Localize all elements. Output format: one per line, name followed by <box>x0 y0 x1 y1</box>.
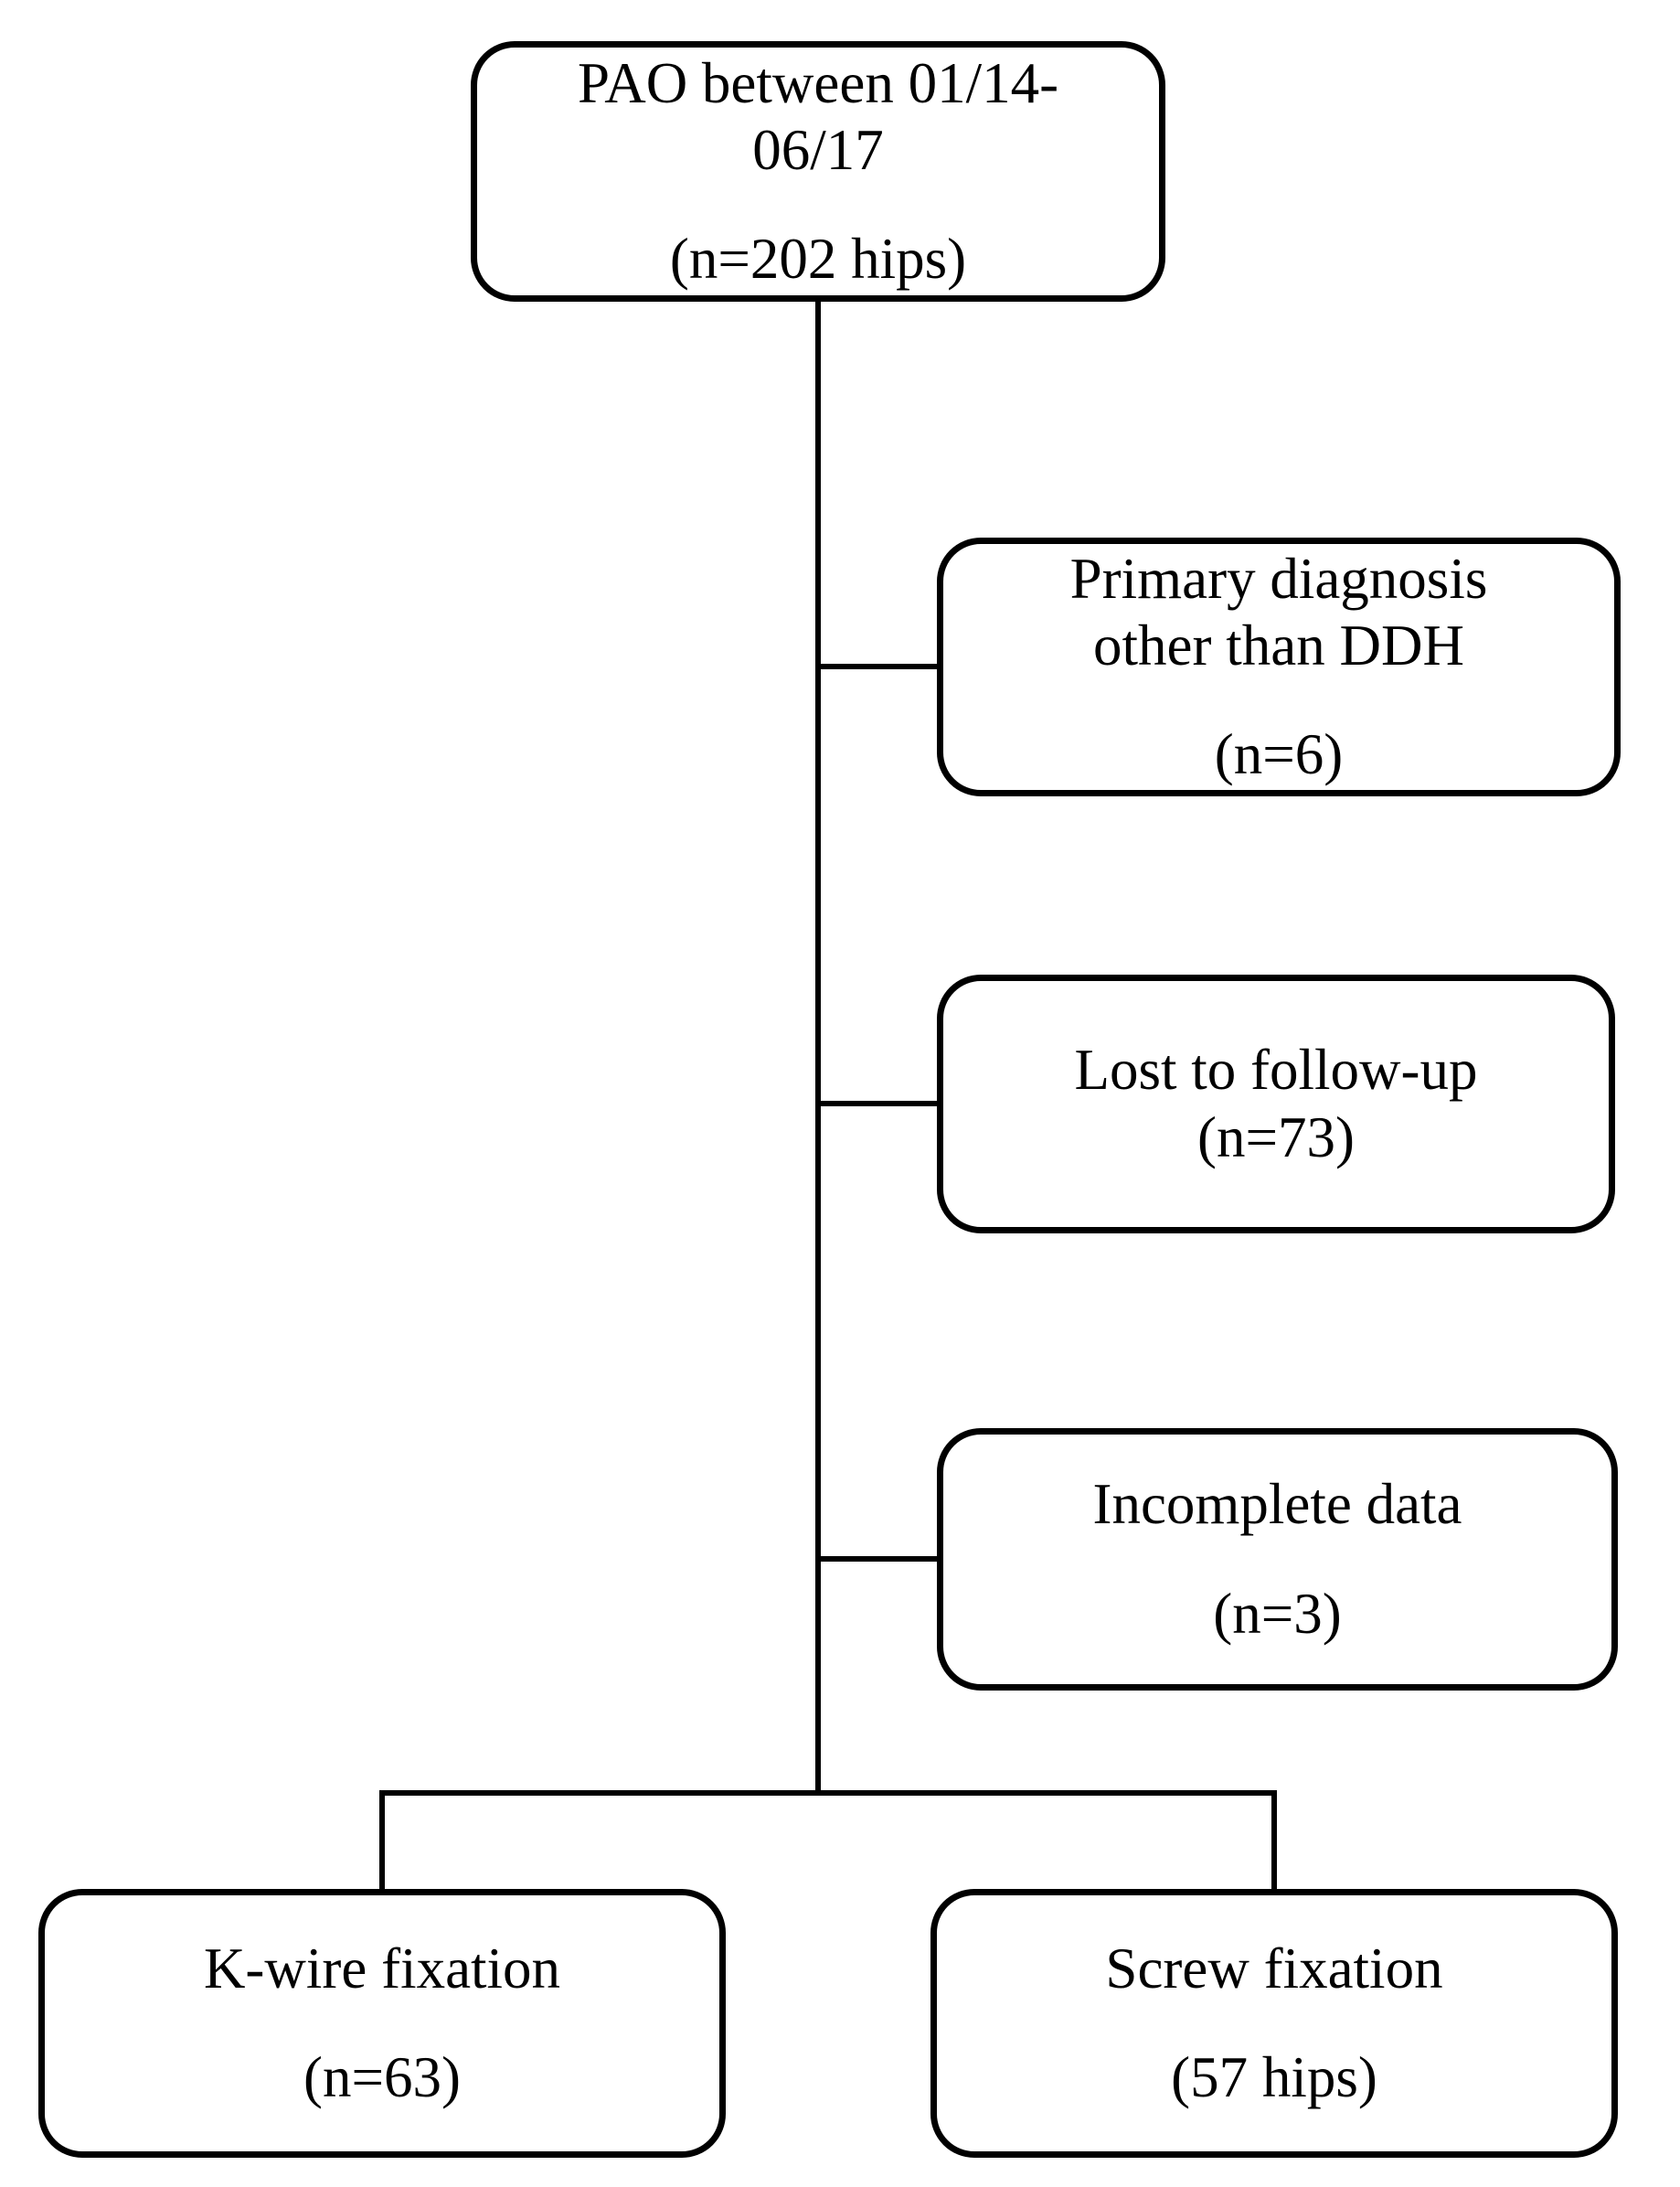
branch-connector-incomplete-data <box>818 1556 940 1562</box>
node-label-line: other than DDH <box>1093 613 1464 677</box>
node-label-line: 06/17 <box>752 117 884 182</box>
node-label-line: PAO between 01/14- <box>577 50 1059 115</box>
node-count: (n=6) <box>1214 722 1344 787</box>
branch-connector-lost-to-follow-up <box>818 1101 940 1106</box>
node-excluded-primary-diagnosis: Primary diagnosis other than DDH (n=6) <box>937 538 1621 796</box>
node-incomplete-data: Incomplete data (n=3) <box>937 1428 1618 1691</box>
node-count: (n=3) <box>1213 1581 1342 1646</box>
bottom-split-bar-connector <box>379 1790 1277 1796</box>
node-count: (n=73) <box>1197 1104 1355 1169</box>
node-label-line: K-wire fixation <box>203 1936 561 2000</box>
node-label-line: Screw fixation <box>1105 1936 1443 2000</box>
node-count: (n=202 hips) <box>669 227 967 292</box>
node-label-line: Incomplete data <box>1092 1472 1462 1537</box>
branch-connector-primary-diagnosis <box>818 664 940 669</box>
node-count: (n=63) <box>303 2045 461 2109</box>
node-lost-to-follow-up: Lost to follow-up (n=73) <box>937 975 1615 1233</box>
node-kwire-fixation: K-wire fixation (n=63) <box>38 1889 726 2158</box>
drop-connector-screw <box>1271 1790 1277 1891</box>
node-count: (57 hips) <box>1171 2045 1377 2109</box>
main-vertical-connector <box>815 300 821 1796</box>
node-label-line: Lost to follow-up <box>1074 1038 1478 1103</box>
drop-connector-kwire <box>379 1790 385 1891</box>
node-screw-fixation: Screw fixation (57 hips) <box>930 1889 1618 2158</box>
node-pao-total: PAO between 01/14- 06/17 (n=202 hips) <box>471 41 1165 302</box>
node-label-line: Primary diagnosis <box>1069 546 1488 611</box>
